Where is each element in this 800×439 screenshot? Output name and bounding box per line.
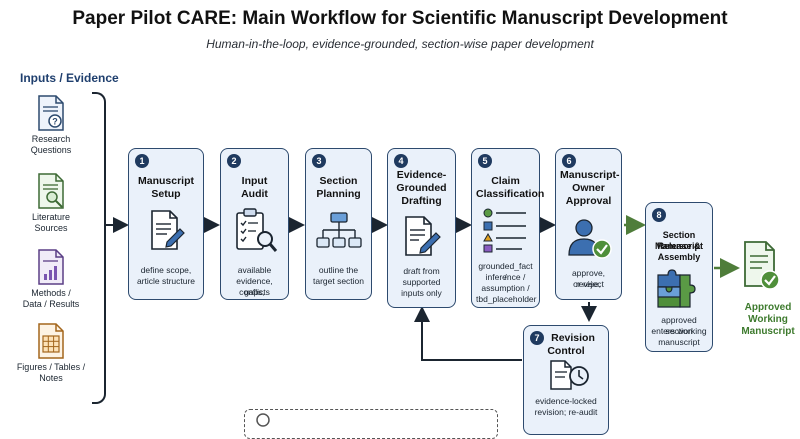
step-title: Section Release & bbox=[657, 230, 701, 251]
step-number-badge: 5 bbox=[478, 154, 492, 168]
step-description: tbd_placeholder bbox=[476, 294, 537, 304]
inputs-heading: Inputs / Evidence bbox=[20, 71, 119, 85]
step-title: Audit bbox=[241, 188, 268, 200]
input-literature-sources: Literature Sources bbox=[14, 172, 88, 234]
document-check-icon bbox=[744, 241, 780, 290]
step-description: draft from bbox=[403, 266, 440, 276]
step-title: Grounded bbox=[396, 182, 447, 194]
step-title: Manuscript bbox=[654, 241, 703, 251]
input-methods-data-results: Methods / Data / Results bbox=[14, 248, 88, 310]
step-title: Assembly bbox=[657, 252, 701, 262]
step-description: revision; re-audit bbox=[534, 407, 598, 417]
step-description: or reject bbox=[573, 279, 604, 289]
step-description: enters working bbox=[651, 326, 707, 336]
step-number-badge: 1 bbox=[135, 154, 149, 168]
step-card-input-audit: 2 Input Audit available evidence, gaps, … bbox=[220, 148, 289, 300]
document-question-icon: ? bbox=[38, 95, 64, 131]
input-label: Literature bbox=[31, 212, 71, 222]
output-label: Approved Working Manuscript bbox=[738, 302, 798, 338]
diagram-title: Paper Pilot CARE: Main Workflow for Scie… bbox=[72, 8, 728, 29]
output-label-line: Approved bbox=[744, 302, 792, 313]
step-title: Manuscript bbox=[137, 175, 194, 187]
user-check-icon bbox=[568, 219, 612, 259]
output-label-line: Manuscript bbox=[741, 326, 795, 337]
step-title: Manuscript- bbox=[560, 169, 620, 181]
input-label: Data / Results bbox=[22, 299, 80, 309]
step-description: supported bbox=[402, 277, 441, 287]
step-description: define scope, bbox=[140, 265, 192, 275]
step-title: Planning bbox=[316, 188, 361, 200]
step-title: Classification bbox=[476, 188, 545, 200]
step-card-section-planning: 3 Section Planning outline the target se… bbox=[305, 148, 372, 300]
diagram-subtitle: Human-in-the-loop, evidence-grounded, se… bbox=[206, 37, 594, 51]
input-label: Notes bbox=[39, 373, 63, 383]
step-description: inference / bbox=[485, 272, 526, 282]
input-label: Methods / bbox=[31, 288, 71, 298]
document-search-icon bbox=[38, 173, 64, 209]
flow-arrows bbox=[106, 215, 740, 361]
arrow-step7-to-step4 bbox=[414, 306, 522, 361]
document-clock-icon bbox=[550, 360, 589, 390]
input-label: Figures / Tables / bbox=[16, 362, 86, 372]
step-description: evidence, gaps, bbox=[236, 276, 273, 297]
document-table-icon bbox=[38, 323, 64, 359]
document-pencil-icon bbox=[151, 210, 185, 250]
step-number-badge: 8 bbox=[652, 208, 666, 222]
step-description: grounded_fact / bbox=[478, 261, 533, 282]
step-title: Evidence- bbox=[396, 169, 447, 181]
input-label: Sources bbox=[34, 223, 68, 233]
input-figures-tables-notes: Figures / Tables / Notes bbox=[14, 322, 88, 384]
step-title: Claim bbox=[491, 175, 520, 187]
puzzle-icon bbox=[657, 269, 696, 308]
hierarchy-icon bbox=[316, 212, 362, 248]
circle-icon bbox=[256, 413, 270, 427]
step-description: approve, revise, bbox=[571, 268, 606, 289]
output-label-line: Working bbox=[748, 314, 788, 325]
document-pen-icon bbox=[405, 216, 441, 256]
step-description: approved section bbox=[661, 315, 697, 336]
clipboard-magnifier-icon bbox=[236, 208, 278, 252]
legend-box-partial bbox=[244, 409, 498, 439]
step-description: evidence-locked bbox=[535, 396, 597, 406]
step-description: inputs only bbox=[401, 288, 442, 298]
document-chart-icon bbox=[38, 249, 64, 285]
step-card-claim-classification: 5 Claim Classification grounded_fact / i… bbox=[471, 148, 545, 308]
step-card-manuscript-owner-approval: 6 Manuscript- Owner Approval approve, re… bbox=[555, 148, 622, 300]
step-description: assumption / bbox=[481, 283, 530, 293]
input-label: Questions bbox=[30, 145, 72, 155]
step-number-badge: 3 bbox=[312, 154, 326, 168]
step-card-revision-control: 7 Revision Control evidence-locked revis… bbox=[523, 325, 609, 435]
step-description: article structure bbox=[136, 276, 196, 286]
step-title: Input bbox=[241, 175, 268, 187]
step-number-badge: 2 bbox=[227, 154, 241, 168]
svg-text:?: ? bbox=[52, 117, 58, 127]
step-title: Section bbox=[319, 175, 358, 187]
step-description: conflicts bbox=[239, 287, 270, 297]
step-title: Approval bbox=[565, 195, 612, 207]
step-description: manuscript bbox=[658, 337, 700, 347]
step-number-badge: 7 bbox=[530, 331, 544, 345]
step-title: Revision bbox=[551, 332, 595, 344]
step-card-section-release-assembly: 8 Section Release & Manuscript Assembly … bbox=[645, 202, 713, 352]
step-number-badge: 6 bbox=[562, 154, 576, 168]
step-description: target section bbox=[312, 276, 365, 286]
shape-list-icon bbox=[483, 208, 526, 253]
step-description: outline the bbox=[318, 265, 359, 275]
step-card-evidence-grounded-drafting: 4 Evidence- Grounded Drafting draft from… bbox=[387, 148, 456, 308]
step-title: Control bbox=[547, 345, 585, 357]
step-title: Owner bbox=[572, 182, 605, 194]
input-research-questions: ? Research Questions bbox=[14, 94, 88, 156]
inputs-bracket bbox=[92, 92, 106, 404]
step-title: Setup bbox=[151, 188, 181, 200]
step-card-manuscript-setup: 1 Manuscript Setup define scope, article… bbox=[128, 148, 204, 300]
step-title: Drafting bbox=[401, 195, 442, 207]
input-label: Research bbox=[31, 134, 71, 144]
step-number-badge: 4 bbox=[394, 154, 408, 168]
step-description: available bbox=[237, 265, 272, 275]
